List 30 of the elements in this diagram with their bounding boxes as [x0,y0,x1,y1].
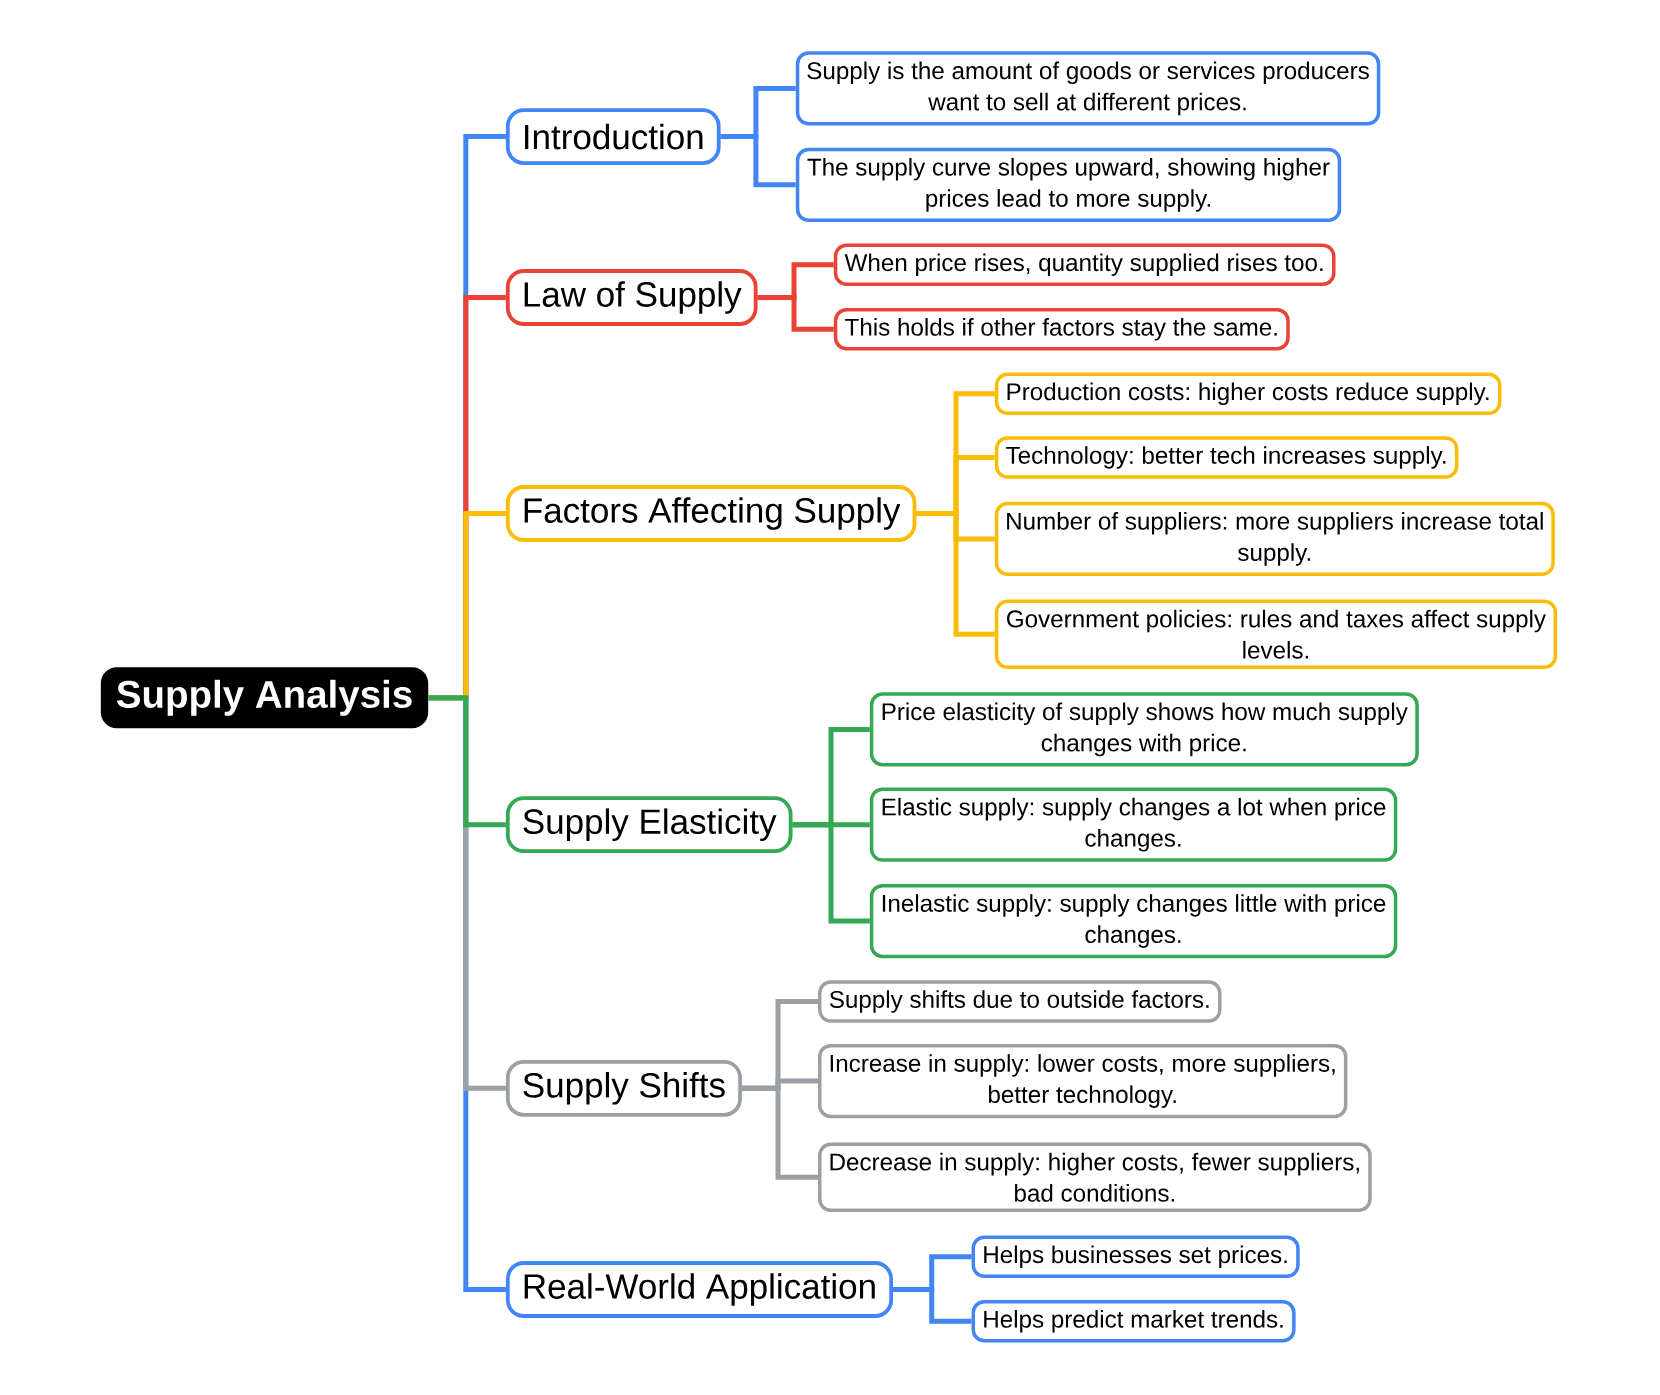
connector [792,822,870,828]
branch-box: Supply Shifts [505,1059,742,1117]
topic-box: Supply Analysis [100,667,429,729]
leaf-box: Helps predict market trends. [971,1300,1296,1343]
connector [757,295,834,332]
leaf-box: The supply curve slopes upward, showing higher prices lead to more supply. [795,147,1342,222]
leaf-box: Supply is the amount of goods or services producers want to sell at different prices. [795,51,1381,126]
branch-box: Real-World Application [505,1261,894,1318]
branch-box: Supply Elasticity [505,796,793,854]
leaf-box: Elastic supply: supply changes a lot when price changes. [869,787,1398,862]
connector [428,695,506,828]
leaf-box: Technology: better tech increases supply. [994,436,1459,479]
leaf-box: Increase in supply: lower costs, more suppliers, better technology. [818,1043,1348,1119]
leaf-box: Number of suppliers: more suppliers increase total supply. [994,501,1555,577]
branch-box: Law of Supply [505,269,758,326]
connector [916,511,995,542]
connector [720,85,796,140]
leaf-box: This holds if other factors stay the same. [833,308,1290,351]
branch-box: Factors Affecting Supply [505,485,917,542]
leaf-box: When price rises, quantity supplied rises too. [833,243,1336,286]
leaf-box: Government policies: rules and taxes affect supply levels. [994,599,1558,669]
leaf-box: Inelastic supply: supply changes little with price changes. [869,883,1398,959]
leaf-box: Helps businesses set prices. [971,1235,1300,1278]
branch-box: Introduction [505,108,721,165]
connector [742,1078,818,1091]
leaf-box: Production costs: higher costs reduce supply. [994,372,1502,416]
leaf-box: Supply shifts due to outside factors. [818,980,1222,1023]
leaf-box: Decrease in supply: higher costs, fewer suppliers, bad conditions. [818,1142,1372,1213]
leaf-box: Price elasticity of supply shows how much supply changes with price. [869,692,1419,767]
connector [893,1287,972,1324]
